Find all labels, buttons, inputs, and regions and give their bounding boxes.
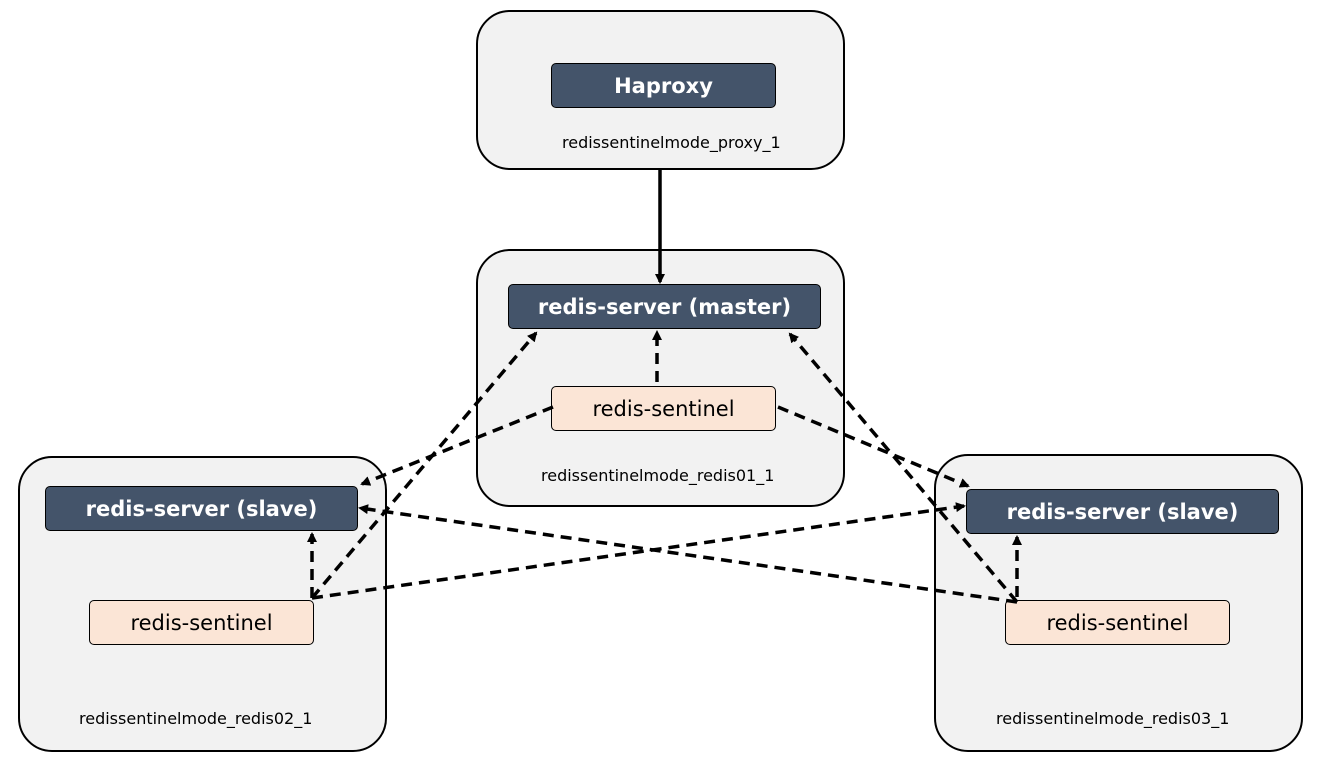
proxy-container-label: redissentinelmode_proxy_1 bbox=[562, 133, 781, 152]
redis03-container-label: redissentinelmode_redis03_1 bbox=[996, 709, 1230, 728]
master-server-node: redis-server (master) bbox=[508, 284, 821, 329]
edge-sentinel03-to-slave02 bbox=[358, 504, 1018, 604]
slave03-server-node: redis-server (slave) bbox=[966, 489, 1279, 534]
edge-sentinel02-to-slave03 bbox=[311, 502, 966, 600]
slave02-server-node: redis-server (slave) bbox=[45, 486, 358, 531]
haproxy-node: Haproxy bbox=[551, 63, 776, 108]
redis01-container-label: redissentinelmode_redis01_1 bbox=[541, 466, 775, 485]
sentinel01-node: redis-sentinel bbox=[551, 386, 776, 431]
sentinel03-node: redis-sentinel bbox=[1005, 600, 1230, 645]
redis02-container-label: redissentinelmode_redis02_1 bbox=[79, 709, 313, 728]
sentinel02-node: redis-sentinel bbox=[89, 600, 314, 645]
